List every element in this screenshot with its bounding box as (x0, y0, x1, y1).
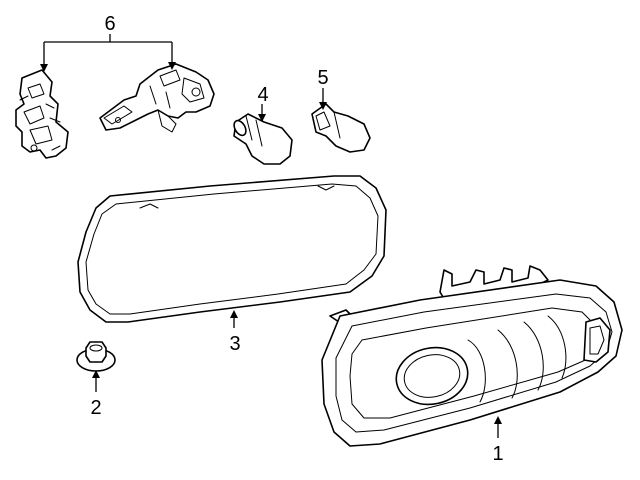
callout-6: 6 (104, 13, 115, 35)
callout-3: 3 (229, 333, 240, 355)
bulb-4 (233, 113, 293, 165)
lamp-assembly-1 (321, 265, 623, 447)
callout-2: 2 (90, 397, 101, 419)
gasket-3 (77, 175, 387, 323)
callout-4: 4 (257, 84, 268, 106)
callout-1: 1 (492, 443, 503, 465)
bulb-5 (311, 103, 371, 153)
leader-lines (40, 34, 502, 438)
socket-bracket-left (15, 69, 69, 159)
nut-2 (76, 341, 116, 372)
socket-bracket-right (99, 63, 215, 133)
callout-5: 5 (317, 67, 328, 89)
